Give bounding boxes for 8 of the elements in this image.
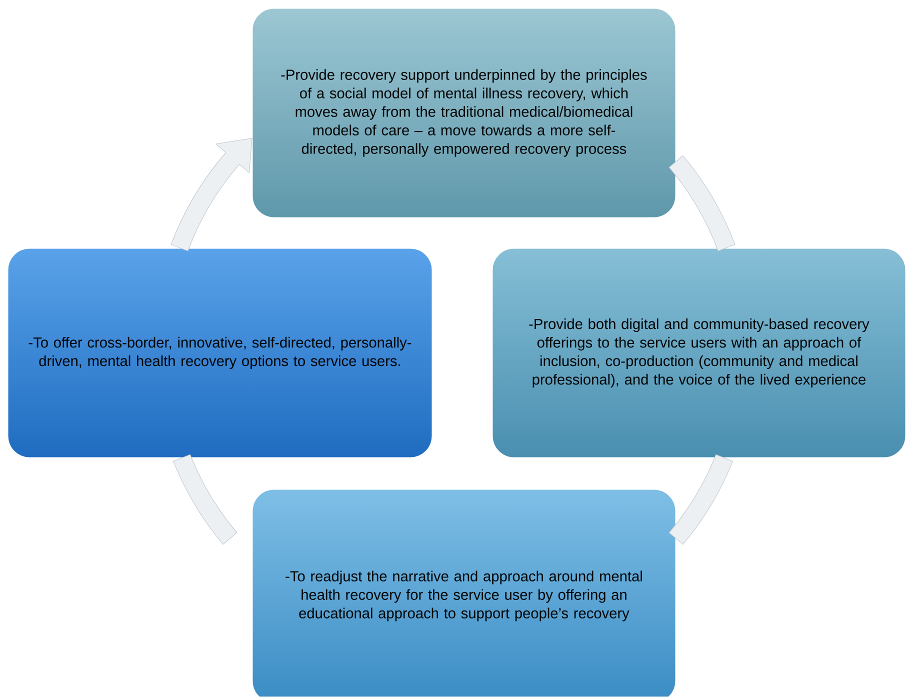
cycle-arrow bbox=[668, 454, 733, 545]
process-box: -Provide both digital and community-based recovery offerings to the service users with an approach of inclusion, co-production (community and medical professional), and the voice of the lived experience bbox=[491, 247, 906, 459]
cycle-arrow bbox=[170, 138, 252, 252]
process-box: -To offer cross-border, innovative, self-directed, personally-driven, mental health recovery options to service users. bbox=[6, 247, 434, 459]
cycle-arrow bbox=[668, 155, 736, 252]
cycle-arrow bbox=[173, 454, 238, 545]
process-box: -To readjust the narrative and approach around mental health recovery for the service user by offering an educational approach to support people’s recovery bbox=[251, 488, 677, 697]
process-box: -Provide recovery support underpinned by the principles of a social model of mental illness recovery, which moves away from the traditional medical/biomedical models of care – a move towards a more self-directed, personally empowered recovery process bbox=[251, 7, 677, 219]
